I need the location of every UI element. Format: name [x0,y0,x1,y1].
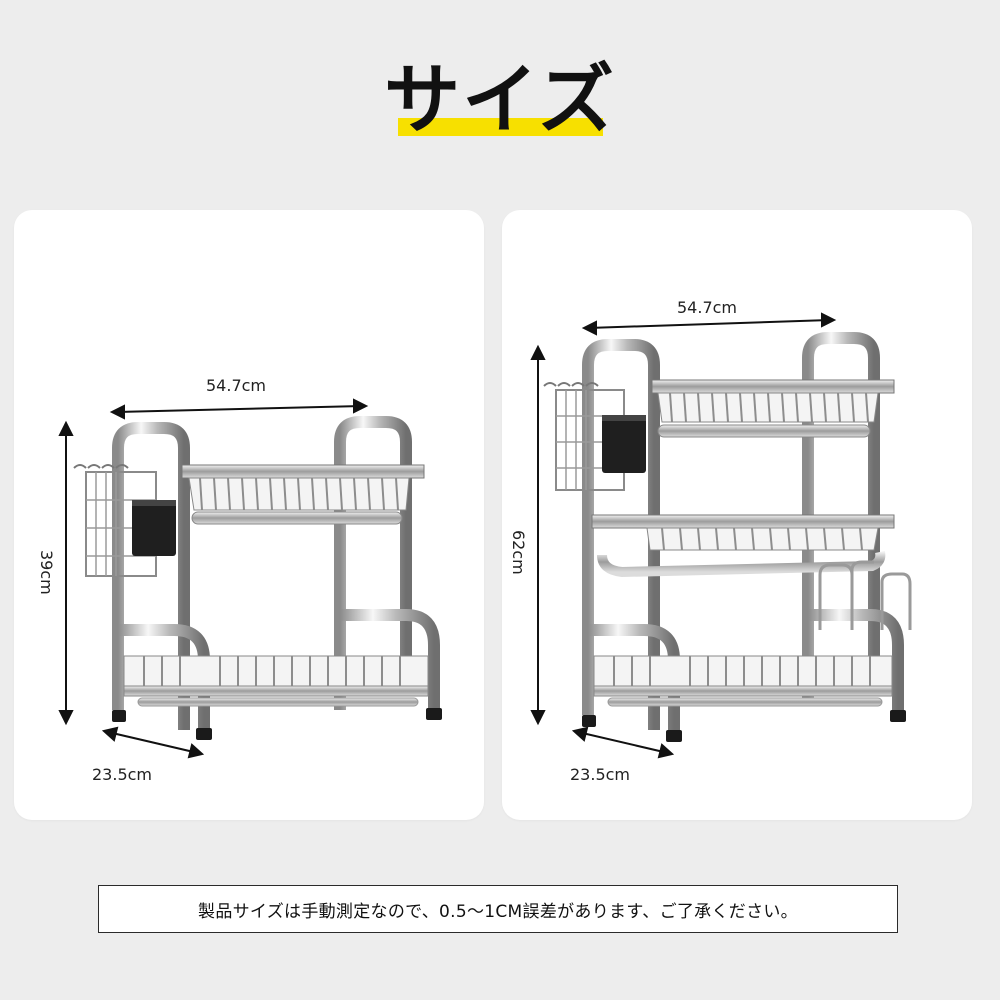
measurement-note-text: 製品サイズは手動測定なので、0.5～1CM誤差があります、ご了承ください。 [198,901,798,922]
width-dimension-arrow [581,312,837,336]
depth-label: 23.5cm [570,765,631,784]
side-utensil-basket [543,382,625,491]
depth-dimension-arrow [101,726,205,759]
rack-feet [112,708,442,740]
rack-feet [582,710,906,742]
height-dimension-arrow [58,420,74,726]
height-label: 39cm [37,550,56,595]
height-dimension-arrow [530,344,546,726]
dish-rack-three-tier-icon [530,312,912,759]
page-title: サイズ [384,55,616,144]
width-label: 54.7cm [677,298,738,317]
measurement-note: 製品サイズは手動測定なので、0.5～1CM誤差があります、ご了承ください。 [98,885,898,933]
cutting-board-holder [818,560,912,630]
page-header: サイズ [0,55,1000,155]
top-dish-tray [181,464,425,525]
bottom-dish-tray [593,655,893,707]
width-label: 54.7cm [206,376,267,395]
product-panel-two-tier: 54.7cm 39cm 23.5cm [14,210,484,820]
depth-dimension-arrow [571,726,675,759]
title-highlight-bar [398,118,603,136]
middle-dish-tray [591,514,895,578]
height-label: 62cm [509,530,528,575]
utensil-holder-cup [602,415,646,473]
dish-rack-two-tier-icon [58,398,442,759]
utensil-holder-cup [132,500,176,556]
width-dimension-arrow [109,398,369,420]
depth-label: 23.5cm [92,765,153,784]
bottom-dish-tray [123,655,429,707]
top-dish-tray [651,379,895,438]
product-panel-three-tier: 54.7cm 62cm 23.5cm [502,210,972,820]
